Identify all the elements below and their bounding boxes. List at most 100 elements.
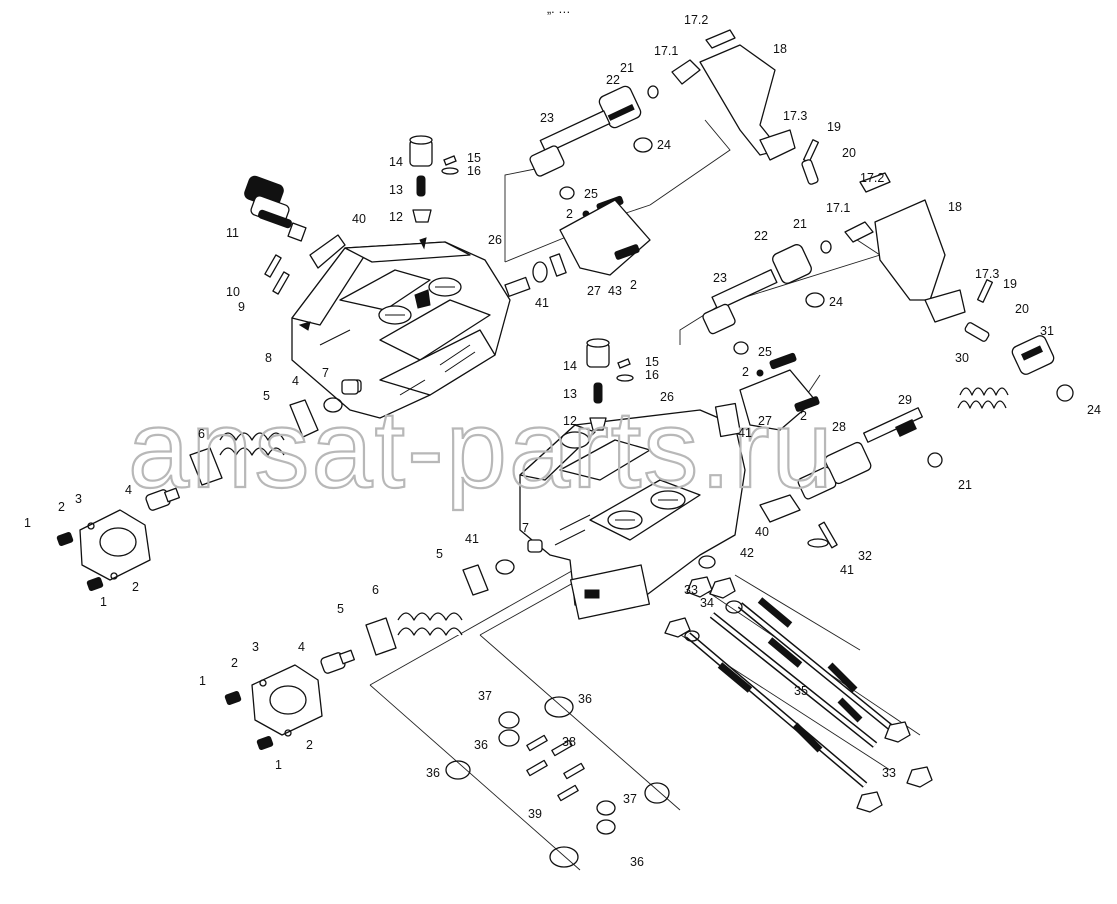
callout-10: 10 (226, 285, 240, 299)
callout-2b: 2 (630, 278, 637, 292)
callout-1c: 1 (199, 674, 206, 688)
callout-30: 30 (955, 351, 969, 365)
callout-9: 9 (238, 300, 245, 314)
callout-36b: 36 (474, 738, 488, 752)
callout-37a: 37 (478, 689, 492, 703)
callout-2a: 2 (566, 207, 573, 221)
callout-36d: 36 (630, 855, 644, 869)
callout-37b: 37 (623, 792, 637, 806)
callout-21c: 21 (958, 478, 972, 492)
callout-5c: 5 (337, 602, 344, 616)
callout-23b: 23 (713, 271, 727, 285)
spool-left-lower (320, 559, 515, 674)
callout-17-2: 17.2 (684, 13, 708, 27)
wedge-40-upper (309, 234, 346, 269)
callout-42: 42 (740, 546, 754, 560)
callout-labels: 17.2 17.1 18 21 22 23 17.3 19 24 20 14 1… (24, 13, 1101, 869)
right-side-lower (714, 335, 1074, 549)
callout-6a: 6 (198, 427, 205, 441)
callout-22: 22 (606, 73, 620, 87)
spool-left-upper (145, 379, 359, 511)
callout-1a: 1 (24, 516, 31, 530)
callout-38: 38 (562, 735, 576, 749)
callout-1d: 1 (275, 758, 282, 772)
plug-stack-lower (586, 338, 634, 431)
callout-17-1b: 17.1 (826, 201, 850, 215)
callout-21: 21 (620, 61, 634, 75)
callout-4c: 4 (298, 640, 305, 654)
callout-12: 12 (389, 210, 403, 224)
plug-stack-upper (409, 135, 459, 223)
callout-18b: 18 (948, 200, 962, 214)
pins-9-10 (264, 254, 290, 295)
upper-valve-section (291, 237, 531, 419)
lower-valve-section (519, 409, 746, 620)
seal-kit (445, 696, 670, 868)
callout-3b: 3 (252, 640, 259, 654)
callout-17-3b: 17.3 (975, 267, 999, 281)
callout-7b: 7 (522, 521, 529, 535)
callout-19: 19 (827, 120, 841, 134)
callout-20b: 20 (1015, 302, 1029, 316)
callout-13b: 13 (563, 387, 577, 401)
callout-8: 8 (265, 351, 272, 365)
watermark: ansat-parts.ru (128, 388, 835, 511)
callout-14: 14 (389, 155, 403, 169)
callout-2e: 2 (58, 500, 65, 514)
callout-36a: 36 (578, 692, 592, 706)
callout-16: 16 (467, 164, 481, 178)
callout-25: 25 (584, 187, 598, 201)
callout-29: 29 (898, 393, 912, 407)
callout-5a: 5 (263, 389, 270, 403)
callout-39: 39 (528, 807, 542, 821)
callout-27: 27 (587, 284, 601, 298)
callout-36c: 36 (426, 766, 440, 780)
callout-32: 32 (858, 549, 872, 563)
callout-41a: 41 (535, 296, 549, 310)
fitting-11 (244, 175, 307, 242)
end-cover-lower (224, 664, 323, 751)
callout-11: 11 (226, 226, 239, 240)
callout-17-2b: 17.2 (860, 171, 884, 185)
callout-40b: 40 (755, 525, 769, 539)
callout-22b: 22 (754, 229, 768, 243)
callout-17-1: 17.1 (654, 44, 678, 58)
callout-23: 23 (540, 111, 554, 125)
callout-2g: 2 (231, 656, 238, 670)
callout-5b: 5 (436, 547, 443, 561)
callout-2d: 2 (800, 409, 807, 423)
callout-19b: 19 (1003, 277, 1017, 291)
callout-31: 31 (1040, 324, 1054, 338)
callout-1b: 1 (100, 595, 107, 609)
callout-4b: 4 (125, 483, 132, 497)
callout-18: 18 (773, 42, 787, 56)
callout-2f: 2 (132, 580, 139, 594)
spool-group-upper (529, 29, 820, 283)
callout-26: 26 (488, 233, 502, 247)
callout-41b: 41 (738, 426, 752, 440)
callout-14b: 14 (563, 359, 577, 373)
callout-7a: 7 (322, 366, 329, 380)
callout-41c: 41 (465, 532, 479, 546)
callout-33a: 33 (684, 583, 698, 597)
callout-24b: 24 (829, 295, 843, 309)
callout-15b: 15 (645, 355, 659, 369)
header-mark: „. … (547, 2, 571, 16)
callout-16b: 16 (645, 368, 659, 382)
end-cover-upper (56, 509, 151, 592)
callout-13: 13 (389, 183, 403, 197)
callout-35: 35 (794, 684, 808, 698)
callout-15: 15 (467, 151, 481, 165)
callout-26b: 26 (660, 390, 674, 404)
callout-25b: 25 (758, 345, 772, 359)
callout-24c: 24 (1087, 403, 1101, 417)
callout-40: 40 (352, 212, 366, 226)
callout-43: 43 (608, 284, 622, 298)
tie-rods (664, 555, 933, 813)
callout-27b: 27 (758, 414, 772, 428)
callout-33b: 33 (882, 766, 896, 780)
callout-21b: 21 (793, 217, 807, 231)
callout-41d: 41 (840, 563, 854, 577)
callout-24: 24 (657, 138, 671, 152)
